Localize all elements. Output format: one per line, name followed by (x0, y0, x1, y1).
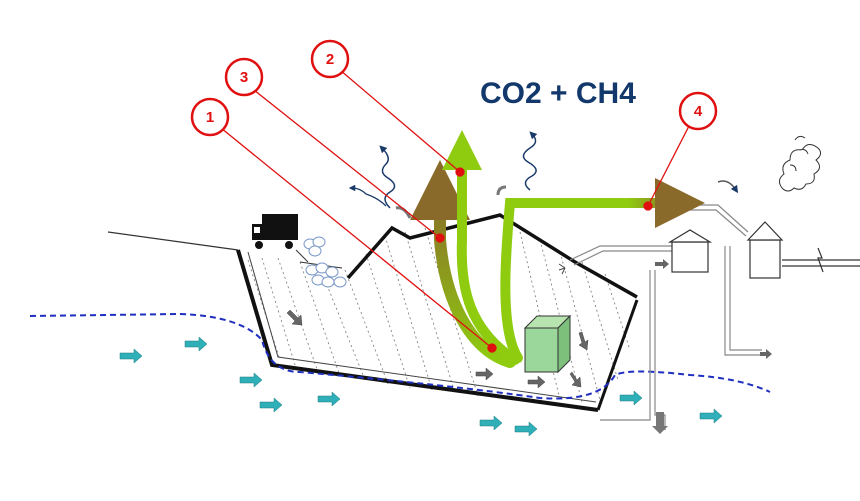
waste-bags-icon (303, 236, 347, 288)
storage-container (523, 314, 572, 374)
truck-icon (252, 214, 298, 249)
marker-4: 4 (678, 91, 718, 131)
gas-formula-label: CO2 + CH4 (480, 77, 636, 110)
svg-text:4: 4 (694, 103, 703, 120)
marker-3: 3 (224, 57, 264, 97)
pipe-arrow (655, 259, 669, 269)
gas-collection-pipes (410, 130, 705, 368)
leachate-arrows (286, 309, 589, 389)
power-line-icon (782, 247, 860, 273)
groundwater-table-line (29, 312, 771, 400)
ground-surface-line (107, 231, 239, 251)
sprinkler-icon (558, 263, 566, 275)
gas-pipe-to-plant (685, 204, 749, 237)
leachate-outlet-arrow (652, 412, 668, 434)
vent-pipe-mid (496, 185, 507, 196)
groundwater-flow-arrows (119, 336, 723, 437)
leachate-pipe (569, 245, 762, 430)
gas-emission-arrow-left (379, 145, 396, 209)
landfill-liner-inner (247, 251, 597, 403)
marker-1: 1 (190, 97, 230, 137)
power-plant-building-icon (746, 221, 784, 279)
landfill-cover (346, 213, 638, 299)
treatment-building-icon (667, 229, 713, 273)
svg-text:2: 2 (326, 51, 334, 68)
marker-leaders (220, 69, 691, 353)
landfill-right-wall (596, 299, 639, 411)
exhaust-arrow (717, 180, 739, 194)
gas-emission-arrow-left2 (348, 184, 387, 207)
gas-emission-arrow-right (522, 131, 538, 191)
smoke-cloud-icon (778, 135, 822, 192)
landfill-liner (236, 249, 599, 412)
svg-text:3: 3 (240, 69, 248, 86)
outlet-arrow-small (760, 349, 772, 359)
marker-2: 2 (310, 39, 350, 79)
svg-text:1: 1 (206, 109, 214, 126)
